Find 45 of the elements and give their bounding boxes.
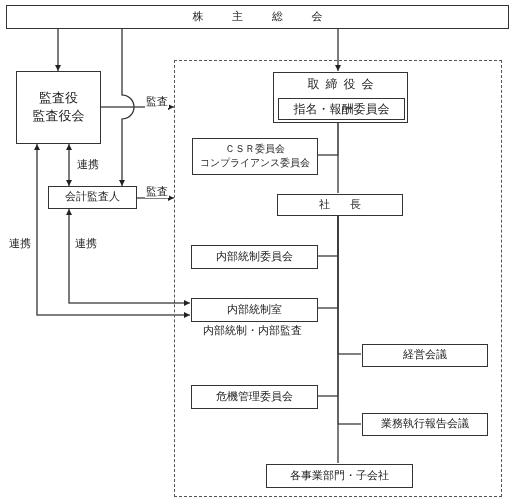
arrow	[34, 144, 190, 318]
box-label: 指名・報酬委員会	[294, 100, 390, 118]
box-label: 危機管理委員会	[216, 390, 293, 404]
box-label: 株主総会	[192, 10, 351, 24]
box-label: 会計監査人	[65, 190, 120, 205]
box-label: 経営会議	[403, 348, 447, 363]
box-label: 監査役会	[32, 108, 84, 126]
box-label: 社長	[319, 198, 381, 212]
org-box	[6, 5, 509, 29]
connector-line	[337, 122, 339, 193]
org-box	[16, 71, 101, 144]
org-box	[362, 413, 488, 436]
group-frame	[174, 60, 502, 497]
arrow	[119, 29, 135, 186]
edge-label: 連携	[76, 158, 100, 172]
org-box	[277, 194, 403, 216]
org-box	[191, 245, 318, 269]
edge-label: 連携	[8, 237, 32, 250]
edge-label: 監査	[145, 95, 169, 108]
box-label: 内部統制室	[227, 302, 282, 318]
org-box	[48, 186, 137, 209]
caption-text: 内部統制・内部監査	[202, 324, 303, 338]
box-label: 内部統制委員会	[216, 250, 293, 264]
org-box	[192, 138, 318, 175]
org-box	[273, 72, 408, 123]
box-label: ＣＳＲ委員会	[225, 143, 285, 156]
connector-line	[337, 215, 339, 463]
org-box	[266, 464, 413, 488]
edge-label: 監査	[145, 185, 169, 198]
box-label: 監査役	[39, 90, 78, 108]
org-box	[191, 298, 318, 322]
box-label: 取締役会	[308, 76, 380, 92]
arrow	[101, 104, 174, 110]
box-label: 各事業部門・子会社	[290, 468, 389, 484]
edge-label: 連携	[74, 237, 98, 250]
arrow	[137, 195, 174, 201]
arrow	[335, 29, 341, 71]
box-label: コンプライアンス委員会	[200, 156, 310, 170]
arrow	[66, 209, 190, 306]
org-box	[191, 385, 318, 409]
box-label: 業務執行報告会議	[381, 417, 469, 432]
org-box	[362, 344, 488, 367]
arrow	[66, 144, 72, 186]
arrow	[55, 29, 61, 71]
org-box	[278, 98, 405, 120]
